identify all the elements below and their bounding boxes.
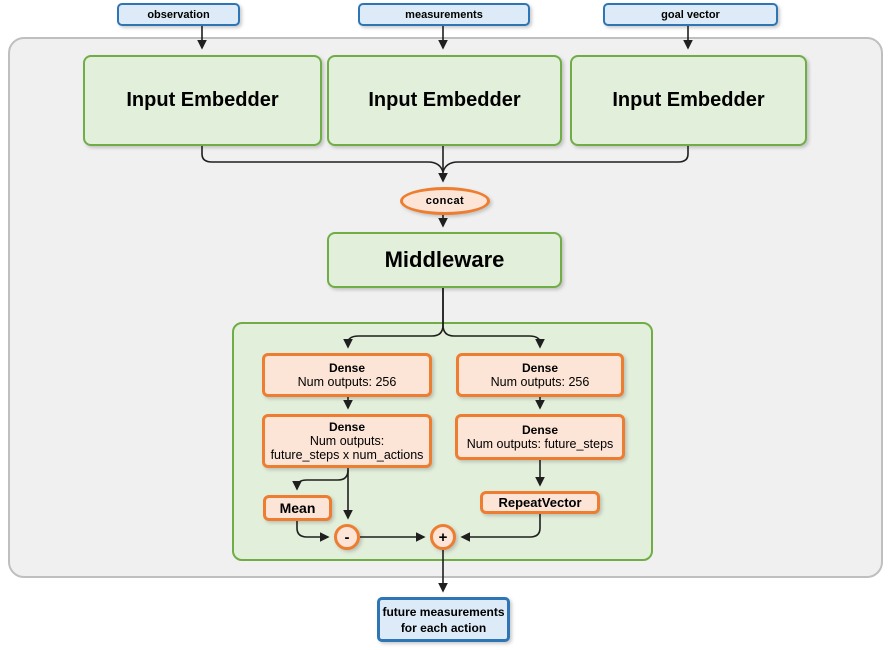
input-box-goal-vector: goal vector: [603, 3, 778, 26]
output-box-line1: future measurements: [382, 604, 505, 619]
input-embedder-3: Input Embedder: [570, 55, 807, 146]
plus-operator-node: +: [430, 524, 456, 550]
dense-top-left: Dense Num outputs: 256: [262, 353, 432, 397]
mean-node: Mean: [263, 495, 332, 521]
input-box-observation: observation: [117, 3, 240, 26]
dense-bottom-left-outputs2: future_steps x num_actions: [270, 448, 424, 462]
dense-top-left-title: Dense: [328, 361, 366, 375]
dense-bottom-right-title: Dense: [521, 423, 559, 437]
dense-top-right-title: Dense: [521, 361, 559, 375]
repeat-vector-node: RepeatVector: [480, 491, 600, 514]
input-box-measurements: measurements: [358, 3, 530, 26]
dense-bottom-right: Dense Num outputs: future_steps: [455, 414, 625, 460]
minus-operator-node: -: [334, 524, 360, 550]
output-box: future measurements for each action: [377, 597, 510, 642]
dense-top-left-outputs: Num outputs: 256: [297, 375, 397, 389]
middleware-node: Middleware: [327, 232, 562, 288]
dense-bottom-right-outputs: Num outputs: future_steps: [466, 437, 614, 451]
dense-top-right: Dense Num outputs: 256: [456, 353, 624, 397]
input-embedder-1: Input Embedder: [83, 55, 322, 146]
concat-node: concat: [400, 187, 490, 215]
input-embedder-2: Input Embedder: [327, 55, 562, 146]
dense-top-right-outputs: Num outputs: 256: [490, 375, 590, 389]
dense-bottom-left-title: Dense: [328, 420, 366, 434]
dense-bottom-left: Dense Num outputs: future_steps x num_ac…: [262, 414, 432, 468]
dense-bottom-left-outputs: Num outputs:: [309, 434, 385, 448]
output-box-line2: for each action: [400, 620, 487, 635]
